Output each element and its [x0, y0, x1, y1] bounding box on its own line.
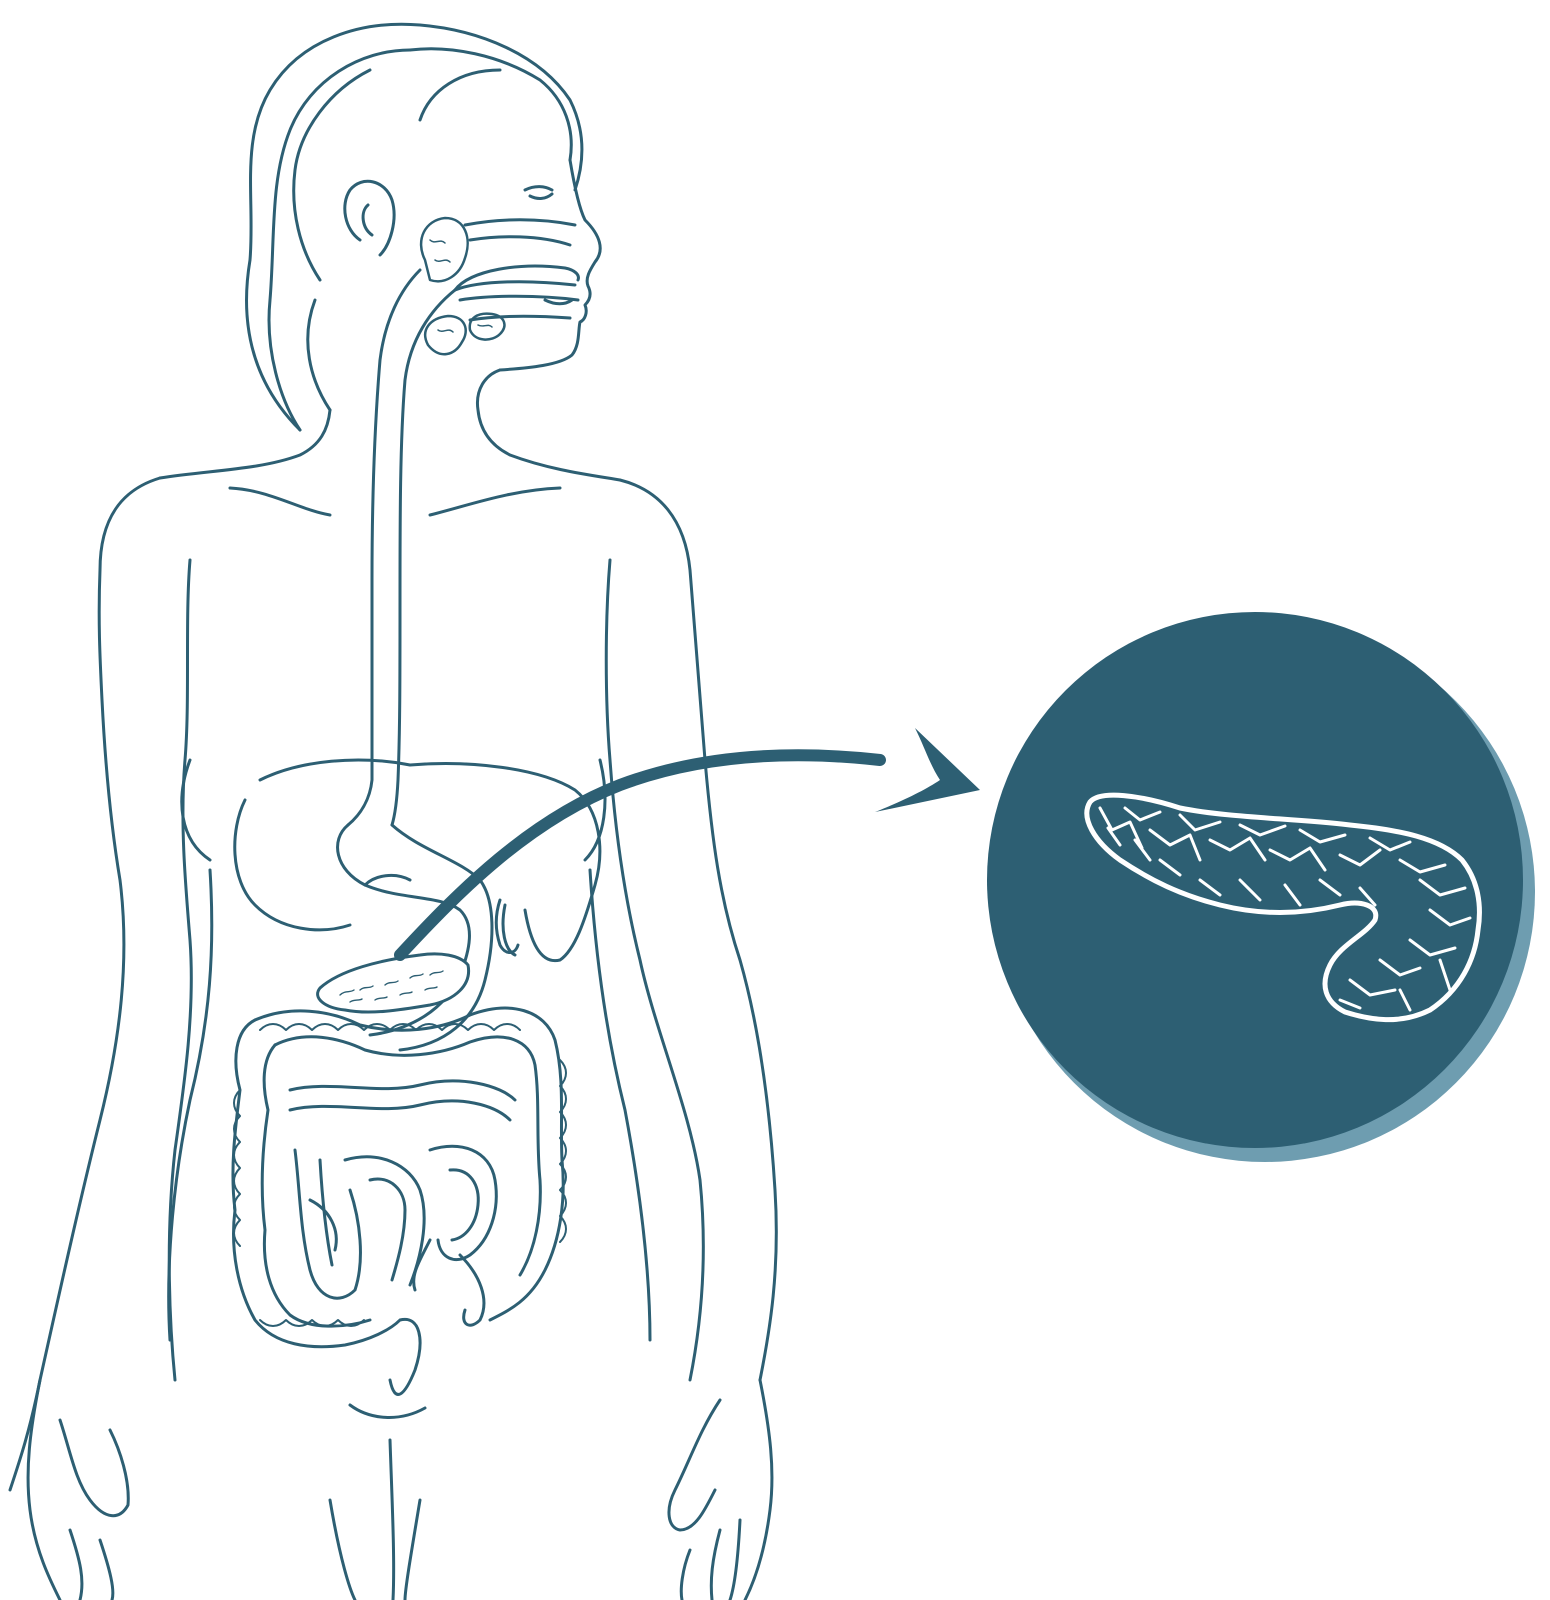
pancreas-icon	[318, 954, 469, 1012]
pancreas-magnified-icon	[987, 612, 1535, 1162]
intestines-icon	[233, 1008, 566, 1394]
pointer-arrow-icon	[400, 728, 980, 955]
oral-cavity-icon	[455, 220, 578, 320]
body-outline-icon	[10, 24, 776, 1600]
